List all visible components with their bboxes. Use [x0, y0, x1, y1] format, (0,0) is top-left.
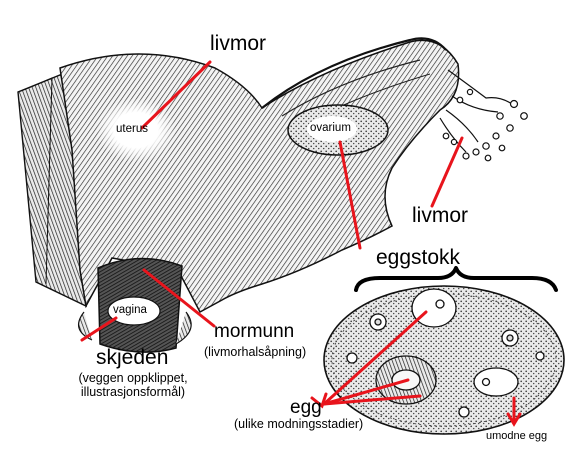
fimbriae — [439, 69, 528, 162]
label-skjeden-sub: (veggen oppklippet, illustrasjonsformål) — [64, 371, 202, 400]
label-umodne-egg: umodne egg — [486, 430, 548, 442]
inner-label-uterus: uterus — [116, 123, 148, 135]
label-skjeden: skjeden — [96, 346, 169, 369]
label-livmor-top: livmor — [210, 32, 266, 55]
label-egg: egg — [290, 397, 322, 418]
label-mormunn-sub: (livmorhalsåpning) — [204, 345, 307, 359]
label-skjeden-sub-line2: illustrasjonsformål) — [80, 384, 186, 399]
label-skjeden-sub-line1: (veggen oppklippet, — [78, 371, 188, 385]
eggstokk-bracket — [354, 266, 558, 292]
label-livmor-right: livmor — [412, 204, 468, 227]
inner-label-ovarium: ovarium — [310, 122, 351, 134]
inner-label-vagina: vagina — [113, 304, 147, 316]
label-eggstokk: eggstokk — [376, 246, 461, 269]
pointer-lines — [80, 60, 522, 427]
label-egg-sub: (ulike modningsstadier) — [234, 417, 364, 431]
label-mormunn: mormunn — [214, 321, 295, 342]
